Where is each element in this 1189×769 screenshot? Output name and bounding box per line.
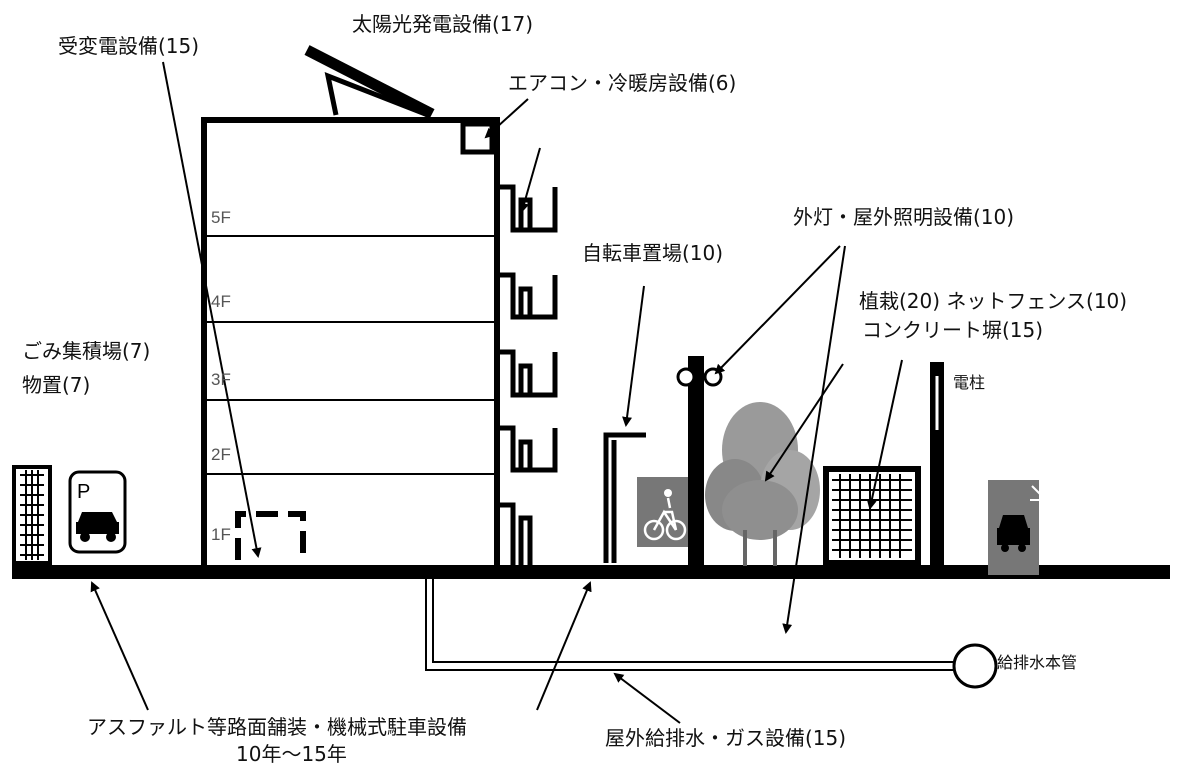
- label-planting: 植栽(20) ネットフェンス(10): [859, 289, 1128, 313]
- label-main-pipe: 給排水本管: [997, 653, 1078, 672]
- solar-panel: [304, 45, 435, 119]
- floor-label-4f: 4F: [211, 292, 231, 311]
- label-substation: 受変電設備(15): [58, 34, 200, 58]
- arrow-aircon-balcony: [519, 147, 541, 213]
- utility-pole: [930, 362, 944, 570]
- arrow-paving-right: [536, 581, 592, 711]
- floor-label-3f: 3F: [211, 370, 231, 389]
- arrow-juhenden: [162, 61, 262, 558]
- arrow-light-1: [714, 245, 841, 375]
- label-paving-years: 10年～15年: [236, 742, 347, 766]
- arrow-plumbing: [613, 672, 681, 724]
- bicycle-rack: [603, 432, 646, 563]
- arrow-planting: [764, 363, 844, 482]
- label-plumbing: 屋外給排水・ガス設備(15): [605, 726, 847, 750]
- underground-pipe: [425, 579, 955, 671]
- floor-label-1f: 1F: [211, 525, 231, 544]
- label-solar: 太陽光発電設備(17): [352, 12, 534, 36]
- label-paving: アスファルト等路面舗装・機械式駐車設備: [87, 715, 467, 739]
- parking-sign-letter: P: [77, 481, 90, 503]
- floor-label-2f: 2F: [211, 445, 231, 464]
- floor-label-5f: 5F: [211, 208, 231, 227]
- label-outdoor-light: 外灯・屋外照明設備(10): [793, 205, 1015, 229]
- arrow-fence: [866, 359, 903, 510]
- main-pipe-circle: [952, 643, 998, 689]
- aircon-unit: [460, 121, 495, 155]
- building: [201, 117, 500, 571]
- bicycle-sign: [637, 477, 691, 547]
- label-storage: 物置(7): [22, 373, 91, 397]
- substation-box: [235, 511, 306, 560]
- balconies: [497, 184, 558, 565]
- label-garbage: ごみ集積場(7): [22, 339, 151, 363]
- garbage-cage: [12, 465, 52, 565]
- arrow-bicycle: [622, 285, 645, 427]
- pointer-arrows: [90, 61, 903, 724]
- arrow-aircon: [484, 98, 529, 139]
- car-sign: [988, 480, 1041, 575]
- label-bicycle: 自転車置場(10): [582, 241, 724, 265]
- planting-trees: [705, 402, 820, 566]
- label-pole: 電柱: [953, 373, 986, 392]
- arrow-light-2: [782, 245, 846, 634]
- parking-sign: [68, 470, 127, 554]
- label-concrete: コンクリート塀(15): [862, 318, 1044, 342]
- street-lamp: [676, 356, 723, 566]
- net-fence: [823, 466, 921, 566]
- arrow-paving-left: [90, 581, 149, 711]
- label-aircon: エアコン・冷暖房設備(6): [508, 71, 737, 95]
